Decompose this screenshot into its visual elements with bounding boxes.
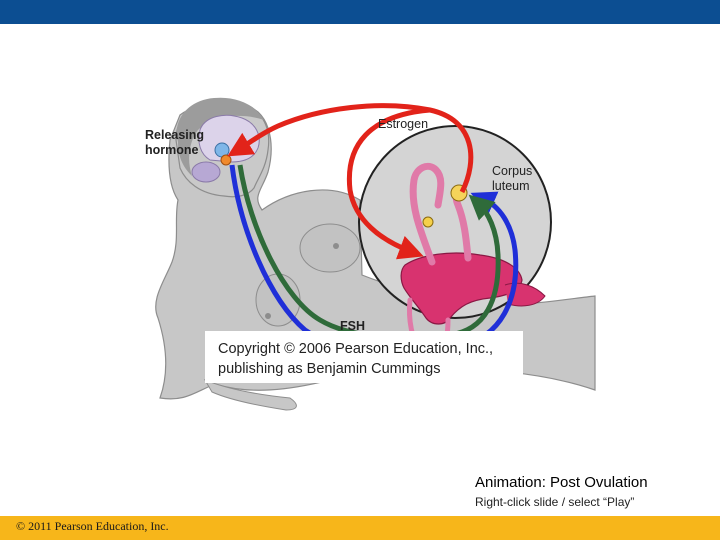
estrogen-arrow-to-brain — [227, 103, 474, 194]
corpus-line1: Corpus — [492, 164, 533, 178]
copyright-line1: Copyright © 2006 Pearson Education, Inc.… — [218, 341, 494, 357]
pituitary — [220, 154, 232, 166]
arm — [203, 378, 297, 411]
corpus-luteum-label: Corpus luteum — [492, 164, 532, 194]
cerebellum — [191, 161, 221, 183]
copyright-text: Copyright © 2006 Pearson Education, Inc.… — [218, 339, 493, 379]
nipple-right — [265, 313, 271, 319]
releasing-hormone-line2: hormone — [145, 143, 199, 157]
ovary — [422, 216, 434, 228]
corpus-line2: luteum — [492, 179, 530, 193]
fallopian-tube-left — [409, 162, 445, 266]
footer-copyright: © 2011 Pearson Education, Inc. — [16, 519, 169, 533]
animation-instruction: Right-click slide / select “Play” — [475, 495, 635, 509]
nipple-left — [333, 243, 339, 249]
releasing-hormone-line1: Releasing — [145, 128, 205, 142]
uterus — [400, 252, 523, 325]
estrogen-arrow-to-uterus — [346, 107, 431, 260]
hair — [176, 97, 264, 176]
copyright-line2: publishing as Benjamin Cummings — [218, 361, 441, 377]
brain — [198, 114, 260, 163]
releasing-hormone-label: Releasing hormone — [145, 128, 204, 158]
top-banner — [0, 0, 720, 24]
animation-title[interactable]: Animation: Post Ovulation — [475, 474, 648, 491]
copyright-box — [205, 331, 523, 383]
fsh-label: FSH — [340, 319, 365, 333]
bottom-banner — [0, 516, 720, 540]
estrogen-label: Estrogen — [378, 117, 429, 131]
breast-left — [299, 223, 361, 273]
